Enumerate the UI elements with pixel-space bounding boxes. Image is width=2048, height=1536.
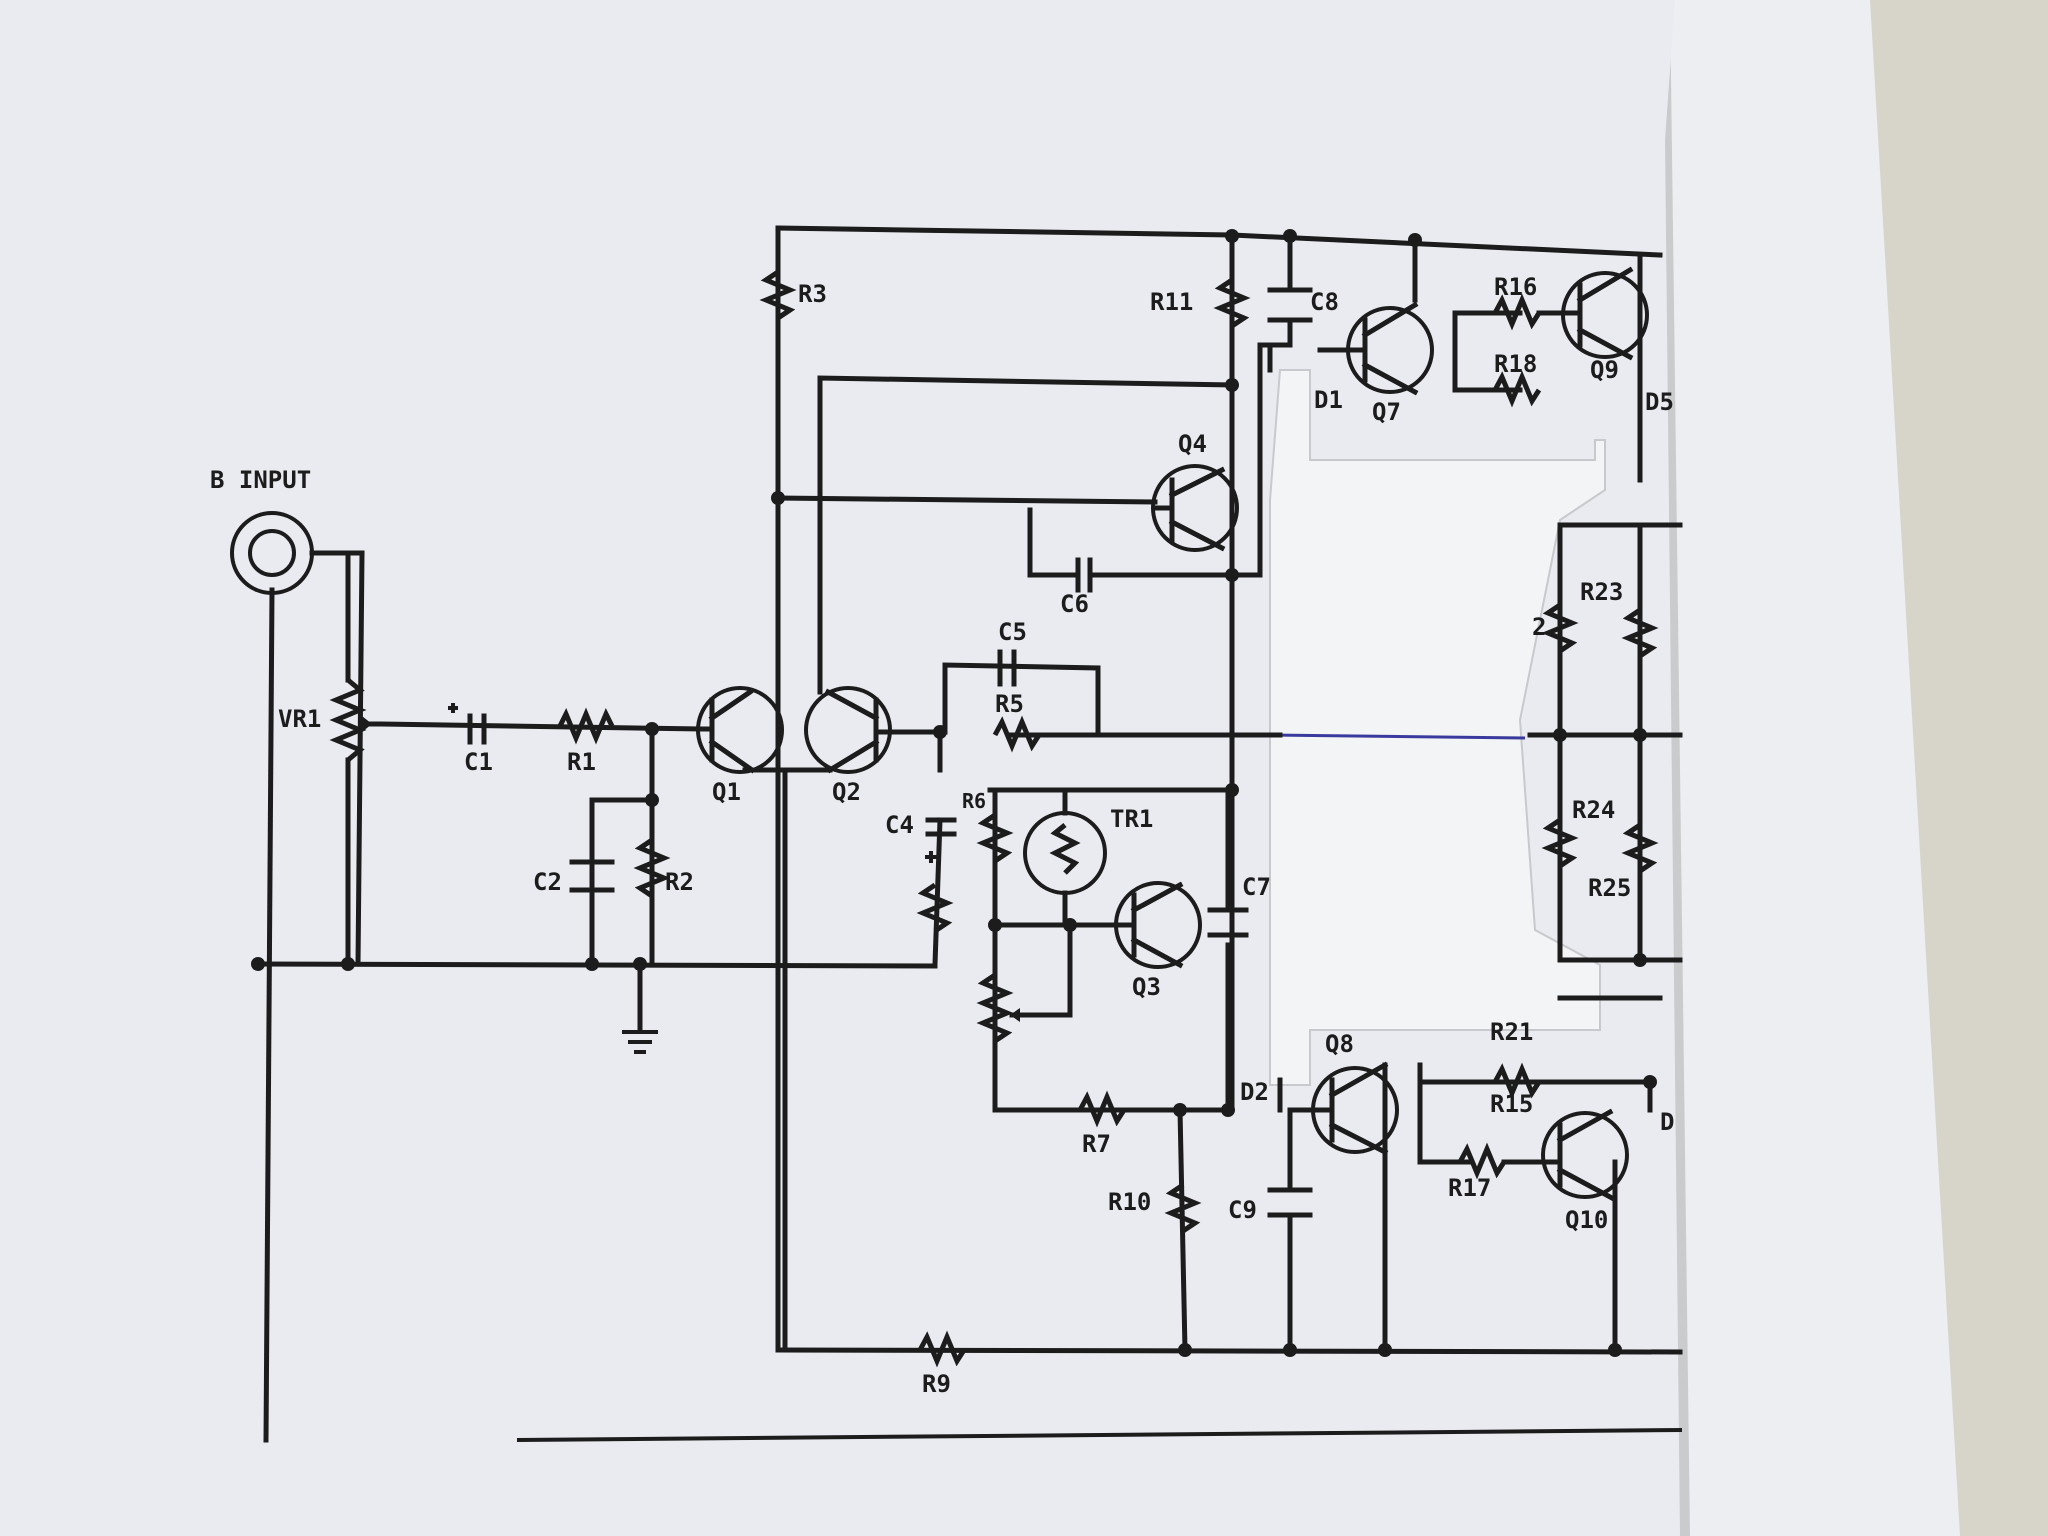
input-jack-icon	[230, 511, 365, 595]
label-r6: R6	[962, 789, 986, 813]
label-q10: Q10	[1565, 1206, 1608, 1234]
label-r2: R2	[665, 868, 694, 896]
label-d1: D1	[1314, 386, 1343, 414]
label-q1: Q1	[712, 778, 741, 806]
q2-transistor-icon	[804, 686, 893, 774]
label-r24: R24	[1572, 796, 1615, 824]
c5-capacitor-icon	[997, 649, 1017, 687]
label-c5: C5	[998, 618, 1027, 646]
r17-resistor-icon	[1457, 1142, 1507, 1180]
c1-capacitor-icon	[448, 703, 487, 745]
tr1-thermistor-icon	[1023, 787, 1107, 928]
label-vr1: VR1	[278, 705, 321, 733]
label-r22-partial: 2	[1532, 613, 1546, 641]
component-labels: B INPUT VR1 C1 R1 R2 C2 Q1 Q2 R3 R11 C8 …	[210, 273, 1674, 1398]
vr1-potentiometer-icon	[329, 550, 381, 967]
q3-transistor-icon	[1067, 881, 1202, 969]
r9-bottom-resistor-icon	[917, 1330, 967, 1368]
r3-resistor-icon	[759, 269, 797, 321]
label-r5: R5	[995, 690, 1024, 718]
c7-capacitor-icon	[1207, 907, 1249, 938]
label-d5-partial: D5	[1645, 388, 1674, 416]
r16-resistor-icon	[1492, 293, 1542, 331]
label-d-partial: D	[1660, 1108, 1674, 1136]
label-r21: R21	[1490, 1018, 1533, 1046]
label-c6: C6	[1060, 590, 1089, 618]
label-c7: C7	[1242, 873, 1271, 901]
c9-capacitor-icon	[1267, 1187, 1313, 1218]
c2-capacitor-icon	[569, 797, 615, 967]
c6-capacitor-icon	[1075, 557, 1093, 593]
label-c8: C8	[1310, 288, 1339, 316]
label-d2: D2	[1240, 1078, 1269, 1106]
r23-resistor-icon	[1621, 607, 1659, 659]
blue-pen-line	[1264, 733, 1526, 740]
label-c2: C2	[533, 868, 562, 896]
r10-resistor-icon	[1164, 1182, 1202, 1234]
r1-resistor-icon	[557, 707, 615, 745]
label-input: B INPUT	[210, 466, 311, 494]
label-r18: R18	[1494, 350, 1537, 378]
cutout-patch	[1269, 369, 1606, 1086]
label-r23: R23	[1580, 578, 1623, 606]
page-rule-line	[516, 1428, 1683, 1442]
label-r3: R3	[798, 280, 827, 308]
label-r15: R15	[1490, 1090, 1533, 1118]
r24-resistor-icon	[1541, 817, 1579, 869]
r15-resistor-icon	[1492, 1062, 1542, 1100]
label-r11: R11	[1150, 288, 1193, 316]
r5-resistor-icon	[992, 715, 1042, 753]
label-c9: C9	[1228, 1196, 1257, 1224]
c8-capacitor-icon	[1267, 287, 1313, 323]
label-r10: R10	[1108, 1188, 1151, 1216]
q7-transistor-icon	[1317, 301, 1434, 396]
label-r17: R17	[1448, 1174, 1491, 1202]
q10-transistor-icon	[1501, 1108, 1629, 1202]
label-r1: R1	[567, 748, 596, 776]
label-q9: Q9	[1590, 356, 1619, 384]
label-r9: R9	[922, 1370, 951, 1398]
label-c4: C4	[885, 811, 914, 839]
r7-resistor-icon	[1077, 1090, 1127, 1128]
c4-capacitor-icon	[925, 817, 957, 863]
label-r25: R25	[1588, 874, 1631, 902]
junction-dots	[251, 229, 1657, 1357]
label-q7: Q7	[1372, 398, 1401, 426]
r25-resistor-icon	[1621, 822, 1659, 874]
label-tr1: TR1	[1110, 805, 1153, 833]
bias-potentiometer-icon	[976, 972, 1020, 1044]
r18-resistor-icon	[1492, 370, 1542, 408]
r6-resistor-icon	[976, 812, 1014, 864]
r11-resistor-icon	[1213, 277, 1251, 329]
label-c1: C1	[464, 748, 493, 776]
q8-transistor-icon	[1287, 1061, 1399, 1156]
label-r7: R7	[1082, 1130, 1111, 1158]
r9-lower-resistor-icon	[916, 882, 954, 934]
q4-transistor-icon	[1151, 464, 1239, 552]
q1-transistor-icon	[696, 686, 784, 774]
label-q2: Q2	[832, 778, 861, 806]
q9-transistor-icon	[1536, 266, 1649, 361]
label-r16: R16	[1494, 273, 1537, 301]
label-q4: Q4	[1178, 430, 1207, 458]
r22-resistor-icon	[1541, 602, 1579, 654]
paper-sheet-back	[1670, 0, 1960, 1536]
r2-resistor-icon	[633, 837, 671, 899]
label-q3: Q3	[1132, 973, 1161, 1001]
label-q8: Q8	[1325, 1030, 1354, 1058]
